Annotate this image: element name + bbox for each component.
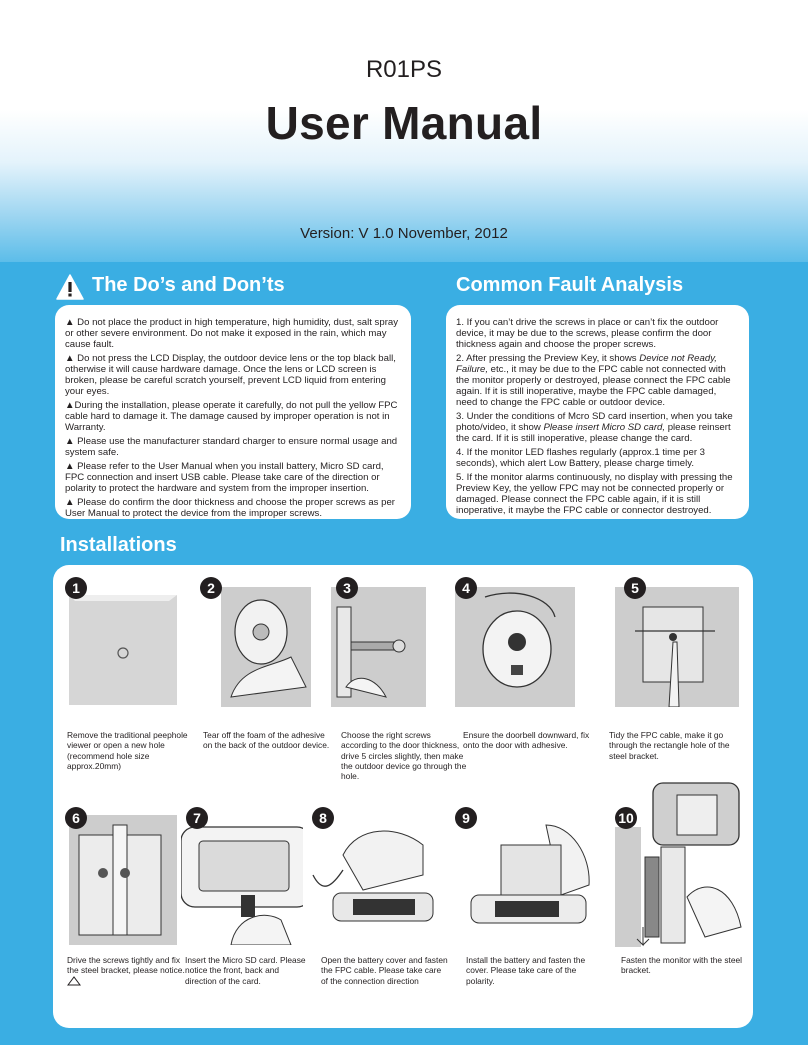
step-caption: Drive the screws tightly and fix the ste… bbox=[67, 955, 191, 986]
fault-analysis-card: 1. If you can’t drive the screws in plac… bbox=[446, 305, 749, 519]
steel-bracket-illustration bbox=[69, 815, 177, 945]
step-number: 1 bbox=[65, 577, 87, 599]
version-text: Version: V 1.0 November, 2012 bbox=[300, 225, 508, 242]
adhesive-illustration bbox=[221, 587, 311, 707]
step-number: 2 bbox=[200, 577, 222, 599]
dos-item: ▲ Please do confirm the door thickness a… bbox=[65, 497, 395, 519]
door-illustration bbox=[69, 595, 177, 705]
fault-item: 2. After pressing the Preview Key, it sh… bbox=[456, 353, 731, 408]
doorbell-illustration bbox=[455, 587, 575, 707]
step-caption: Fasten the monitor with the steel bracke… bbox=[621, 955, 743, 976]
battery-cover-illustration bbox=[303, 815, 451, 945]
step-number: 4 bbox=[455, 577, 477, 599]
sd-card-illustration bbox=[181, 815, 321, 945]
dos-donts-card: ▲ Do not place the product in high tempe… bbox=[55, 305, 411, 519]
installations-card: 1 Remove the traditional peephole viewer… bbox=[53, 565, 753, 1028]
fault-analysis-title: Common Fault Analysis bbox=[456, 274, 684, 296]
notice-icon bbox=[67, 976, 81, 986]
monitor-bracket-illustration bbox=[615, 777, 743, 949]
step-caption: Ensure the doorbell downward, fix onto t… bbox=[463, 730, 590, 751]
fault-item: 1. If you can’t drive the screws in plac… bbox=[456, 317, 719, 350]
step-number: 5 bbox=[624, 577, 646, 599]
screws-illustration bbox=[331, 587, 426, 707]
step-number: 10 bbox=[615, 807, 637, 829]
step-number: 6 bbox=[65, 807, 87, 829]
step-caption: Remove the traditional peephole viewer o… bbox=[67, 730, 188, 771]
installations-title: Installations bbox=[60, 534, 177, 556]
step-caption: Choose the right screws according to the… bbox=[341, 730, 467, 782]
dos-item: ▲ Do not place the product in high tempe… bbox=[65, 317, 399, 350]
fault-item: 4. If the monitor LED flashes regularly … bbox=[456, 447, 706, 469]
dos-item: ▲During the installation, please operate… bbox=[65, 400, 398, 433]
dos-donts-title: The Do’s and Don’ts bbox=[92, 274, 285, 296]
step-number: 8 bbox=[312, 807, 334, 829]
battery-illustration bbox=[451, 815, 601, 945]
warning-icon bbox=[56, 274, 84, 300]
step-caption: Open the battery cover and fasten the FP… bbox=[321, 955, 448, 986]
step-number: 9 bbox=[455, 807, 477, 829]
step-number: 3 bbox=[336, 577, 358, 599]
header-gradient bbox=[0, 0, 808, 262]
step-caption: Insert the Micro SD card. Please notice … bbox=[185, 955, 306, 986]
model-number: R01PS bbox=[365, 56, 443, 83]
dos-item: ▲ Please refer to the User Manual when y… bbox=[65, 461, 384, 494]
step-caption: Install the battery and fasten the cover… bbox=[466, 955, 586, 986]
fault-item: 3. Under the conditions of Mcro SD card … bbox=[456, 411, 733, 444]
step-caption: Tear off the foam of the adhesive on the… bbox=[203, 730, 330, 751]
fpc-cable-illustration bbox=[615, 587, 739, 707]
page-title: User Manual bbox=[265, 97, 543, 149]
step-number: 7 bbox=[186, 807, 208, 829]
dos-item: ▲ Do not press the LCD Display, the outd… bbox=[65, 353, 396, 397]
fault-item: 5. If the monitor alarms continuously, n… bbox=[456, 472, 733, 516]
step-caption: Tidy the FPC cable, make it go through t… bbox=[609, 730, 730, 761]
dos-item: ▲ Please use the manufacturer standard c… bbox=[65, 436, 398, 458]
